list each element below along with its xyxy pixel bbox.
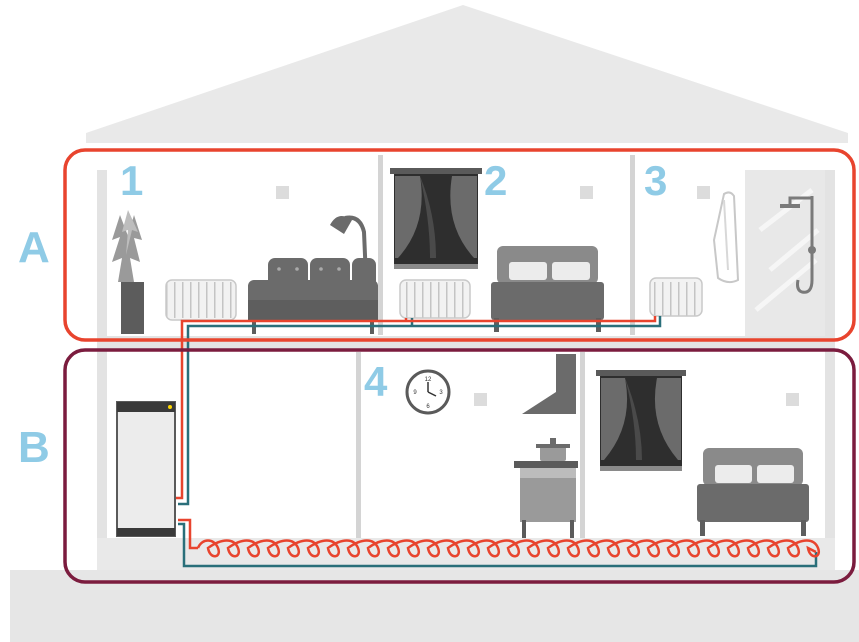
right-wall bbox=[825, 170, 835, 570]
bed-icon bbox=[697, 448, 809, 536]
zone-a-label: A bbox=[18, 223, 50, 272]
pot-icon bbox=[536, 438, 570, 461]
radiator-icon bbox=[165, 279, 237, 321]
thermostat-icon bbox=[786, 393, 799, 406]
floor-slab bbox=[97, 336, 835, 350]
clock-numeral-3: 3 bbox=[439, 390, 443, 396]
left-wall bbox=[97, 170, 107, 570]
zone-b-label: B bbox=[18, 423, 50, 472]
clock-numeral-6: 6 bbox=[426, 404, 430, 410]
window-icon bbox=[596, 370, 686, 471]
range-hood-icon bbox=[522, 354, 576, 414]
thermostat-icon bbox=[474, 393, 487, 406]
bed-icon bbox=[491, 246, 604, 332]
thermostat-icon bbox=[580, 186, 593, 199]
wall-lower-2 bbox=[580, 352, 585, 538]
heat-pump-icon bbox=[116, 401, 176, 537]
room-3-label: 3 bbox=[644, 157, 667, 204]
thermostat-icon bbox=[276, 186, 289, 199]
wall-upper-1 bbox=[378, 155, 383, 335]
clock-numeral-9: 9 bbox=[413, 390, 417, 396]
supply-pipe bbox=[176, 316, 657, 550]
plant-icon bbox=[112, 210, 144, 334]
room-1-label: 1 bbox=[120, 157, 143, 204]
radiator-icon bbox=[399, 279, 471, 319]
clock-icon: 12 3 6 9 bbox=[405, 369, 451, 415]
radiator-icon bbox=[649, 277, 703, 317]
lamp-icon bbox=[330, 215, 368, 279]
shower-icon bbox=[745, 170, 825, 336]
towel-icon bbox=[712, 191, 740, 284]
window-icon bbox=[390, 168, 482, 269]
underfloor-heating-icon bbox=[196, 539, 821, 558]
room-2-label: 2 bbox=[484, 157, 507, 204]
room-4-label: 4 bbox=[364, 358, 388, 405]
stove-icon bbox=[514, 461, 578, 538]
sofa-icon bbox=[248, 258, 378, 334]
wall-upper-2 bbox=[630, 155, 635, 335]
thermostat-icon bbox=[697, 186, 710, 199]
wall-lower-1 bbox=[356, 352, 361, 538]
roof bbox=[86, 5, 848, 143]
zone-a-frame bbox=[63, 148, 856, 342]
clock-numeral-12: 12 bbox=[425, 377, 432, 383]
zone-b-frame bbox=[63, 348, 856, 584]
